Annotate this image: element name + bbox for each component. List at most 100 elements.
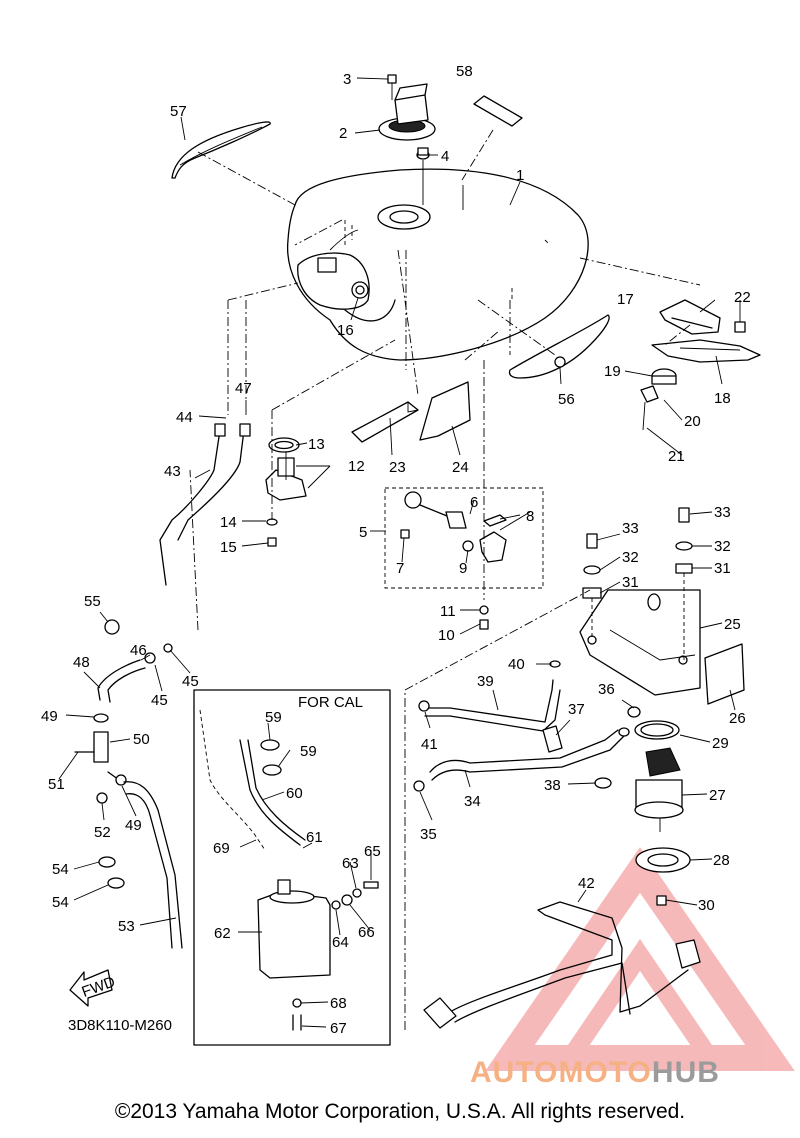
pad-26 [704, 643, 745, 705]
part-label: 13 [308, 436, 325, 453]
part-label: 57 [170, 103, 187, 120]
part-label: 69 [213, 840, 230, 857]
pad-23 [351, 401, 419, 443]
part-label: 34 [464, 793, 481, 810]
watermark-logo [485, 847, 795, 1071]
part-label: 3 [343, 71, 351, 88]
part-label: 2 [339, 125, 347, 142]
part-label: 47 [235, 380, 252, 397]
drawing-code: 3D8K110-M260 [68, 1017, 172, 1034]
part-label: 19 [604, 363, 621, 380]
part-label: 29 [712, 735, 729, 752]
hose-48 [97, 619, 173, 703]
watermark-text: AUTOMOTOHUB [470, 1056, 720, 1090]
part-label: 22 [734, 289, 751, 306]
part-label: 49 [41, 708, 58, 725]
part-labels: 1 2 3 4 5 6 7 8 9 10 11 12 13 14 15 16 1… [41, 63, 751, 1037]
part-label: 54 [52, 861, 69, 878]
part-label: 66 [358, 924, 375, 941]
part-label: 45 [151, 692, 168, 709]
part-label: 53 [118, 918, 135, 935]
fwd-label: FWD [80, 973, 118, 1001]
part-label: 33 [622, 520, 639, 537]
cal-box-label: FOR CAL [298, 694, 363, 711]
clamps-36-38-40-41 [418, 700, 641, 789]
part-label: 14 [220, 514, 237, 531]
part-label: 23 [389, 459, 406, 476]
part-label: 17 [617, 291, 634, 308]
part-label: 58 [456, 63, 473, 80]
part-label: 64 [332, 934, 349, 951]
fwd-arrow: FWD [69, 969, 118, 1007]
part-label: 12 [348, 458, 365, 475]
part-label: 55 [84, 593, 101, 610]
part-label: 18 [714, 390, 731, 407]
label-58 [473, 95, 523, 127]
part-label: 38 [544, 777, 561, 794]
rear-mount-assembly [640, 299, 761, 431]
part-label: 20 [684, 413, 701, 430]
part-label: 43 [164, 463, 181, 480]
part-label: 68 [330, 995, 347, 1012]
hose-34 [413, 727, 630, 792]
fuel-tank [286, 168, 589, 361]
part-label: 6 [470, 494, 478, 511]
watermark-part1: AUTOMOTO [470, 1056, 652, 1089]
fuel-hose-42 [423, 901, 701, 1029]
copyright-footer: ©2013 Yamaha Motor Corporation, U.S.A. A… [114, 1100, 686, 1123]
part-label: 27 [709, 787, 726, 804]
part-label: 51 [48, 776, 65, 793]
cap-bolt [387, 74, 397, 100]
part-label: 45 [182, 673, 199, 690]
part-label: 24 [452, 459, 469, 476]
part-label: 26 [729, 710, 746, 727]
part-label: 4 [441, 148, 449, 165]
part-label: 31 [714, 560, 731, 577]
part-label: 39 [477, 673, 494, 690]
part-label: 1 [516, 167, 524, 184]
part-label: 28 [713, 852, 730, 869]
hose-39 [424, 660, 561, 732]
part-label: 54 [52, 894, 69, 911]
part-label: 31 [622, 574, 639, 591]
hose-43 [159, 423, 251, 586]
part-label: 44 [176, 409, 193, 426]
part-label: 33 [714, 504, 731, 521]
part-label: 61 [306, 829, 323, 846]
part-label: 35 [420, 826, 437, 843]
part-label: 30 [698, 897, 715, 914]
gasket-28 [635, 847, 691, 873]
part-label: 42 [578, 875, 595, 892]
part-label: 15 [220, 539, 237, 556]
part-label: 63 [342, 855, 359, 872]
watermark-part2: HUB [651, 1056, 720, 1089]
part-label: 7 [396, 560, 404, 577]
part-label: 67 [330, 1020, 347, 1037]
part-label: 59 [300, 743, 317, 760]
part-label: 25 [724, 616, 741, 633]
part-label: 11 [440, 603, 456, 620]
fuel-cock-box [384, 487, 544, 589]
part-label: 60 [286, 785, 303, 802]
part-label: 41 [421, 736, 438, 753]
part-label: 32 [622, 549, 639, 566]
gasket-bolt-4 [416, 147, 430, 205]
part-label: 49 [125, 817, 142, 834]
part-label: 32 [714, 538, 731, 555]
part-label: 59 [265, 709, 282, 726]
part-label: 16 [337, 322, 354, 339]
part-label: 46 [130, 642, 147, 659]
part-label: 48 [73, 654, 90, 671]
part-label: 37 [568, 701, 585, 718]
part-label: 36 [598, 681, 615, 698]
fuel-cap [378, 83, 436, 141]
pad-24 [419, 381, 471, 441]
fuel-pump-27 [634, 720, 684, 832]
part-label: 52 [94, 824, 111, 841]
part-label: 62 [214, 925, 231, 942]
part-label: 9 [459, 560, 467, 577]
reference-lines [189, 129, 701, 1030]
cal-box [193, 689, 391, 1046]
emblem-right [508, 314, 610, 379]
part-label: 8 [526, 508, 534, 525]
